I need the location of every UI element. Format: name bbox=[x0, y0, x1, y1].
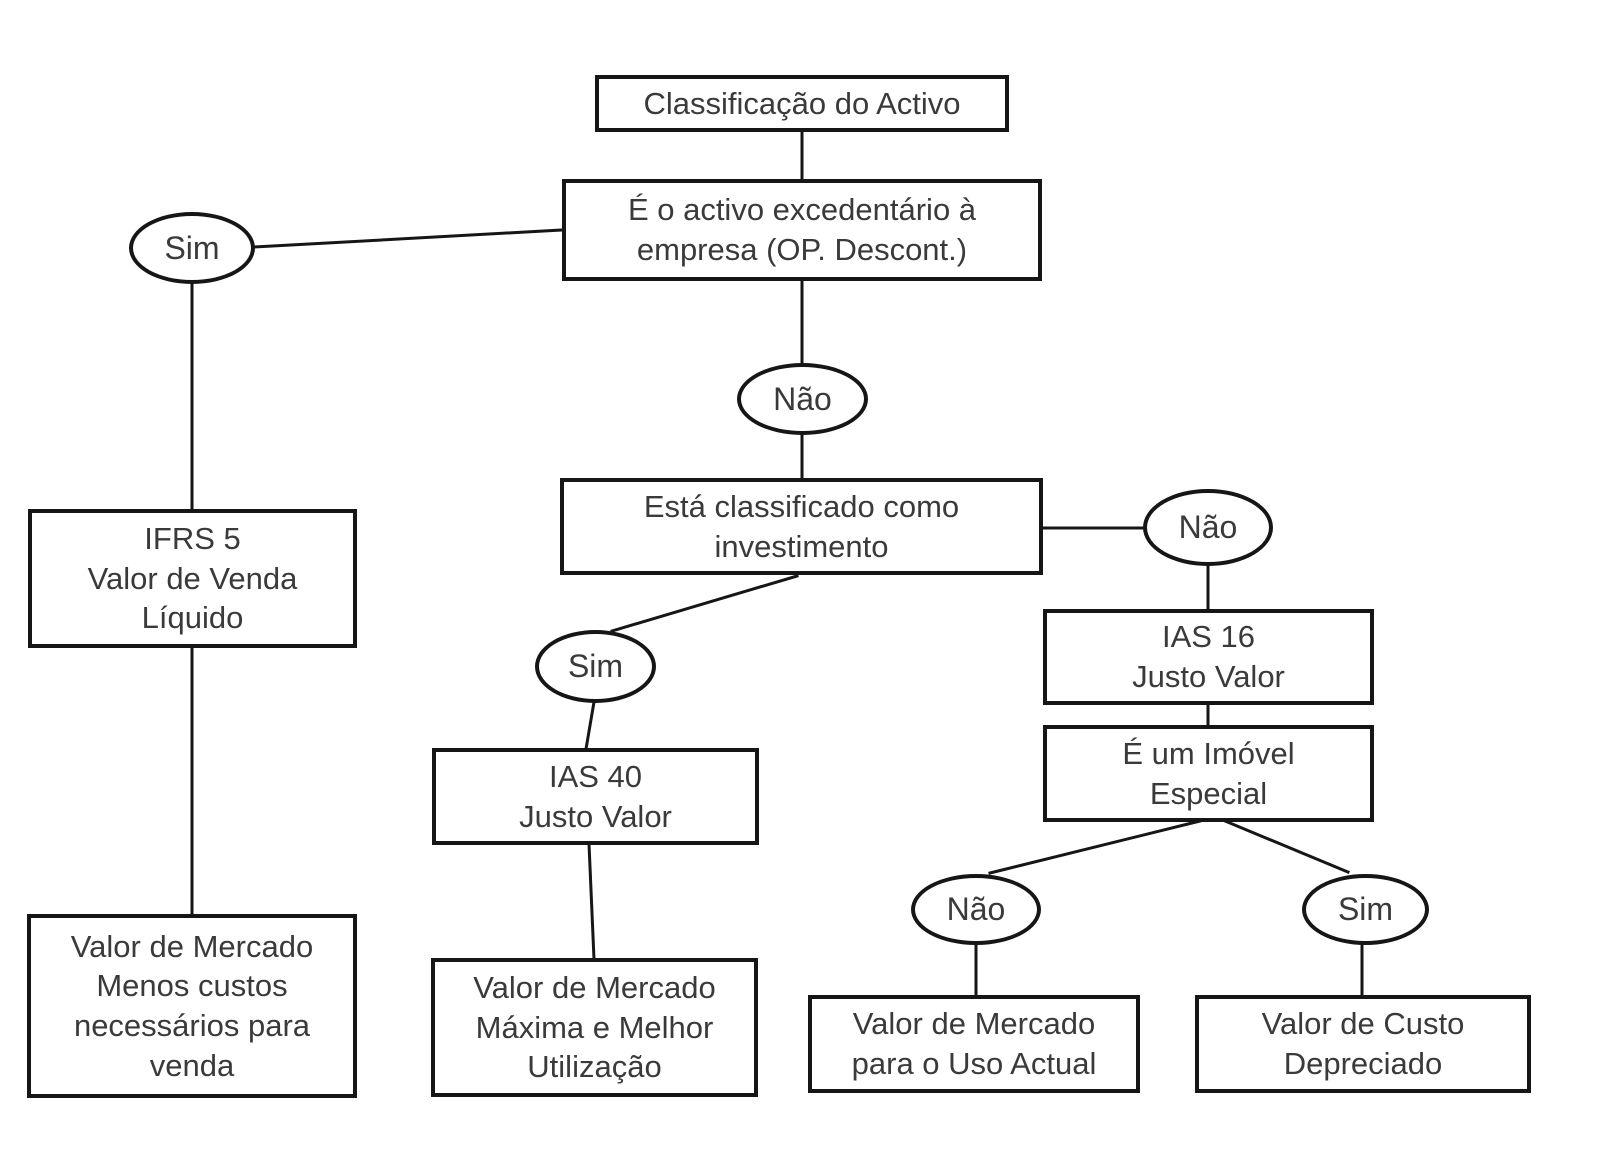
decision-label: Não bbox=[946, 891, 1006, 928]
node-ifrs5-valor-venda-liquido: IFRS 5 Valor de Venda Líquido bbox=[28, 509, 357, 648]
node-text: Valor de Venda bbox=[87, 560, 298, 596]
decision-nao-bottom: Não bbox=[911, 874, 1041, 945]
node-text: Justo Valor bbox=[1132, 659, 1285, 694]
edge-imovel-nao-bottom bbox=[988, 819, 1202, 875]
node-text: Especial bbox=[1149, 775, 1268, 811]
node-imovel-especial: É um Imóvel Especial bbox=[1043, 725, 1374, 822]
node-text: Utilização bbox=[527, 1049, 662, 1085]
edge-sim-mid-ias40 bbox=[584, 700, 596, 751]
node-text: Classificação do Activo bbox=[643, 85, 961, 121]
node-text: IAS 40 bbox=[548, 758, 643, 794]
node-custo-depreciado: Valor de Custo Depreciado bbox=[1195, 995, 1531, 1093]
node-ias40-justo-valor: IAS 40 Justo Valor bbox=[432, 748, 759, 845]
decision-label: Sim bbox=[1337, 891, 1394, 928]
decision-label: Sim bbox=[164, 229, 220, 266]
node-text: É o activo excedentário à bbox=[627, 192, 977, 228]
node-text: Valor de Mercado bbox=[70, 928, 314, 964]
node-text: Máxima e Melhor bbox=[475, 1009, 714, 1045]
node-ias16-justo-valor: IAS 16 Justo Valor bbox=[1043, 609, 1374, 705]
node-text: Menos custos bbox=[96, 968, 288, 1004]
edge-investimento-sim-mid bbox=[610, 574, 799, 633]
node-text: para o Uso Actual bbox=[851, 1046, 1097, 1081]
node-text: Valor de Mercado bbox=[852, 1006, 1096, 1042]
node-activo-excedentario: É o activo excedentário à empresa (OP. D… bbox=[562, 179, 1042, 281]
node-text: Valor de Mercado bbox=[473, 969, 716, 1005]
node-text: venda bbox=[149, 1047, 235, 1083]
decision-sim-bottom: Sim bbox=[1302, 874, 1429, 945]
node-mercado-menos-custos-venda: Valor de Mercado Menos custos necessário… bbox=[27, 914, 357, 1098]
node-text: É um Imóvel bbox=[1122, 735, 1295, 771]
node-text: Está classificado como bbox=[643, 488, 960, 524]
node-mercado-uso-actual: Valor de Mercado para o Uso Actual bbox=[808, 995, 1140, 1093]
node-classificacao-do-activo: Classificação do Activo bbox=[595, 75, 1009, 132]
decision-label: Sim bbox=[567, 648, 624, 685]
decision-nao-right: Não bbox=[1143, 489, 1273, 566]
node-mercado-maxima-melhor-utilizacao: Valor de Mercado Máxima e Melhor Utiliza… bbox=[431, 958, 758, 1097]
node-text: Líquido bbox=[141, 600, 244, 636]
node-text: IAS 16 bbox=[1161, 619, 1256, 655]
edge-excedentario-sim-left bbox=[253, 228, 564, 249]
decision-label: Não bbox=[1178, 509, 1238, 546]
edge-imovel-sim-bottom bbox=[1223, 819, 1350, 874]
node-text: Valor de Custo bbox=[1261, 1006, 1465, 1042]
decision-nao-top: Não bbox=[737, 363, 868, 435]
node-text: empresa (OP. Descont.) bbox=[636, 232, 968, 267]
node-text: Depreciado bbox=[1283, 1046, 1443, 1081]
node-text: necessários para bbox=[73, 1008, 311, 1043]
decision-sim-left: Sim bbox=[129, 212, 255, 284]
node-text: investimento bbox=[714, 528, 889, 564]
decision-label: Não bbox=[773, 380, 832, 417]
decision-sim-mid: Sim bbox=[535, 630, 656, 703]
node-classificado-investimento: Está classificado como investimento bbox=[560, 478, 1043, 575]
node-text: Justo Valor bbox=[519, 798, 672, 834]
edge-ias40-mercado-melhor bbox=[587, 842, 596, 961]
node-text: IFRS 5 bbox=[144, 520, 241, 556]
